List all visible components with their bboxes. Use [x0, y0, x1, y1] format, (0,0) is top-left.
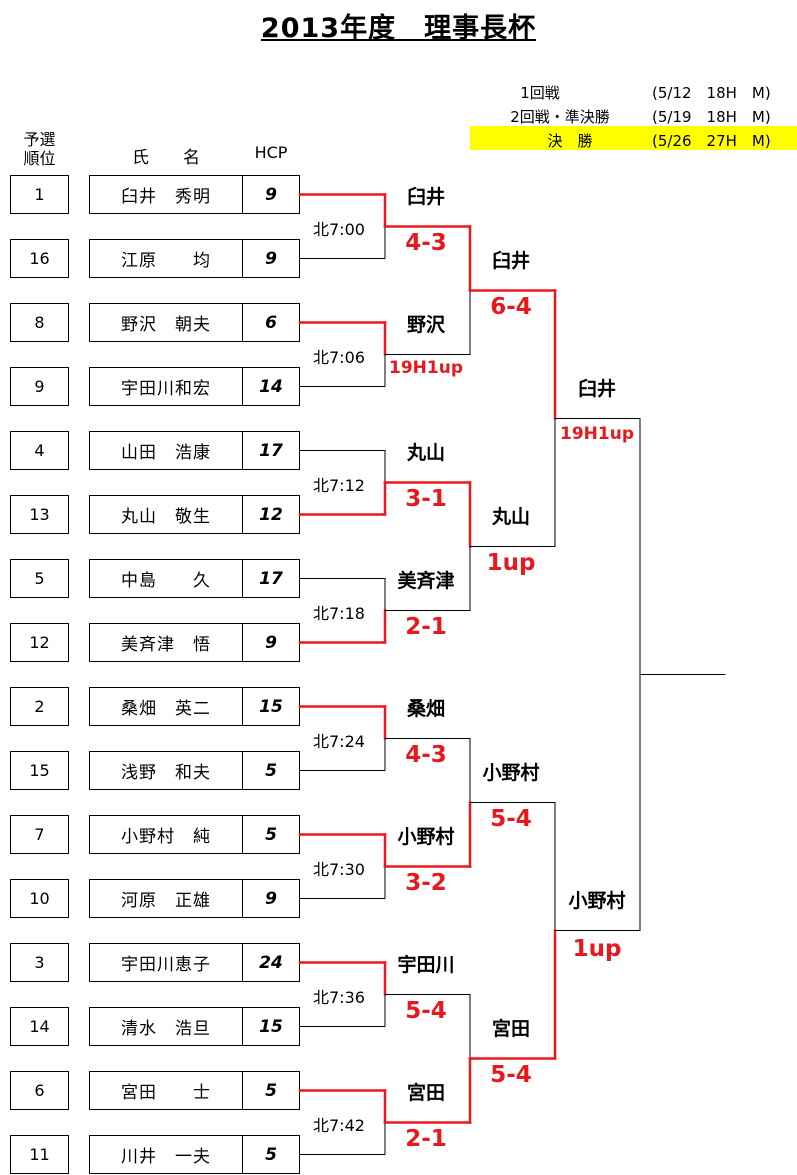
player-seed: 14: [10, 1007, 69, 1046]
player-name: 小野村 純: [89, 815, 243, 854]
player-name: 美斉津 悟: [89, 623, 243, 662]
schedule-round-2: 2回戦・準決勝: [510, 108, 610, 126]
round2-score: 5-4: [490, 805, 532, 832]
player-name: 臼井 秀明: [89, 175, 243, 214]
semifinal-winner-name: 臼井: [577, 377, 616, 400]
schedule-info-final: (5/26 27H M): [652, 132, 771, 150]
player-name: 川井 一夫: [89, 1135, 243, 1174]
schedule-round-1: 1回戦: [520, 84, 560, 102]
player-name: 丸山 敬生: [89, 495, 243, 534]
player-seed: 16: [10, 239, 69, 278]
player-seed: 7: [10, 815, 69, 854]
round2-winner-name: 丸山: [491, 505, 530, 528]
round1-score: 19H1up: [389, 357, 463, 378]
round1-score: 4-3: [405, 229, 447, 256]
player-hcp: 5: [242, 1071, 300, 1110]
round1-winner-name: 宇田川: [397, 953, 455, 976]
match-time: 北7:12: [312, 471, 366, 496]
round1-score: 2-1: [405, 613, 447, 640]
player-hcp: 9: [242, 175, 300, 214]
schedule-round-final: 決 勝: [547, 132, 593, 150]
player-hcp: 5: [242, 1135, 300, 1174]
player-name: 宮田 士: [89, 1071, 243, 1110]
page-title: 2013年度 理事長杯: [260, 13, 537, 44]
round2-score: 5-4: [490, 1061, 532, 1088]
player-hcp: 9: [242, 239, 300, 278]
player-hcp: 17: [242, 431, 300, 470]
player-name: 中島 久: [89, 559, 243, 598]
round1-winner-name: 丸山: [406, 441, 445, 464]
player-hcp: 5: [242, 751, 300, 790]
player-hcp: 15: [242, 687, 300, 726]
schedule-info-2: (5/19 18H M): [652, 108, 771, 126]
header-hcp: HCP: [254, 143, 288, 162]
player-seed: 3: [10, 943, 69, 982]
player-seed: 12: [10, 623, 69, 662]
match-time: 北7:36: [312, 983, 366, 1008]
semifinal-score: 19H1up: [560, 423, 634, 444]
player-seed: 1: [10, 175, 69, 214]
player-hcp: 9: [242, 879, 300, 918]
round2-winner-name: 臼井: [491, 249, 530, 272]
player-name: 清水 浩旦: [89, 1007, 243, 1046]
player-hcp: 5: [242, 815, 300, 854]
player-seed: 11: [10, 1135, 69, 1174]
round1-score: 5-4: [405, 997, 447, 1024]
round2-score: 6-4: [490, 293, 532, 320]
player-name: 宇田川和宏: [89, 367, 243, 406]
player-hcp: 14: [242, 367, 300, 406]
round1-score: 3-1: [405, 485, 447, 512]
round1-score: 4-3: [405, 741, 447, 768]
round2-score: 1up: [486, 549, 536, 576]
player-name: 宇田川恵子: [89, 943, 243, 982]
round1-score: 2-1: [405, 1125, 447, 1152]
round1-winner-name: 宮田: [406, 1081, 445, 1104]
round1-score: 3-2: [405, 869, 447, 896]
player-name: 山田 浩康: [89, 431, 243, 470]
round1-winner-name: 臼井: [406, 185, 445, 208]
player-seed: 5: [10, 559, 69, 598]
match-time: 北7:18: [312, 599, 366, 624]
header-name: 氏 名: [132, 148, 200, 168]
semifinal-winner-name: 小野村: [568, 889, 626, 912]
match-time: 北7:06: [312, 343, 366, 368]
player-hcp: 12: [242, 495, 300, 534]
player-seed: 4: [10, 431, 69, 470]
player-seed: 13: [10, 495, 69, 534]
final-highlight-band: [470, 126, 797, 150]
round1-winner-name: 野沢: [406, 313, 445, 336]
player-name: 浅野 和夫: [89, 751, 243, 790]
round2-winner-name: 小野村: [482, 761, 540, 784]
player-seed: 10: [10, 879, 69, 918]
player-seed: 15: [10, 751, 69, 790]
round1-winner-name: 桑畑: [406, 697, 445, 720]
round1-winner-name: 小野村: [397, 825, 455, 848]
round2-winner-name: 宮田: [491, 1017, 530, 1040]
round1-winner-name: 美斉津: [397, 569, 455, 592]
header-seed: 予選 順位: [23, 130, 56, 168]
player-name: 江原 均: [89, 239, 243, 278]
match-time: 北7:42: [312, 1111, 366, 1136]
player-seed: 6: [10, 1071, 69, 1110]
semifinal-score: 1up: [572, 935, 622, 962]
match-time: 北7:30: [312, 855, 366, 880]
player-seed: 9: [10, 367, 69, 406]
match-time: 北7:24: [312, 727, 366, 752]
player-name: 桑畑 英二: [89, 687, 243, 726]
player-seed: 2: [10, 687, 69, 726]
player-seed: 8: [10, 303, 69, 342]
player-hcp: 15: [242, 1007, 300, 1046]
match-time: 北7:00: [312, 215, 366, 240]
player-hcp: 6: [242, 303, 300, 342]
schedule-info-1: (5/12 18H M): [652, 84, 771, 102]
